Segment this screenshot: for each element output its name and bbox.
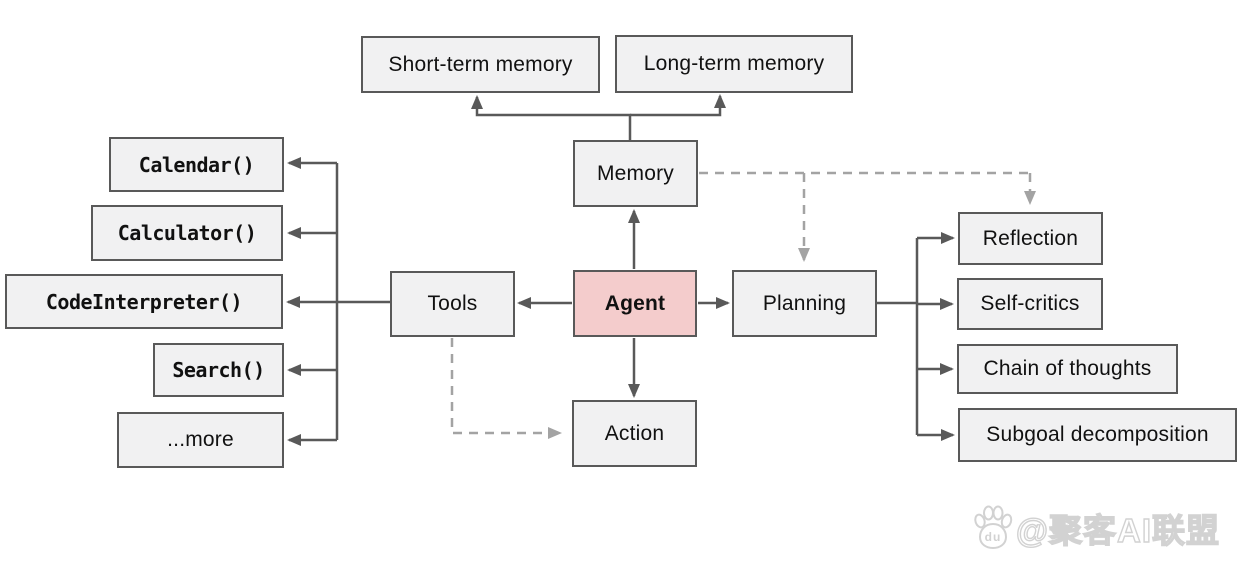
node-calendar-tool: Calendar() — [109, 137, 284, 192]
solid-connectors — [286, 94, 955, 446]
node-calculator-tool: Calculator() — [91, 205, 283, 261]
node-tools: Tools — [390, 271, 515, 337]
node-label: Calculator() — [117, 221, 257, 245]
watermark: du @聚客AI联盟 — [973, 504, 1220, 552]
node-label: Planning — [762, 291, 847, 315]
node-label: Self-critics — [980, 292, 1080, 315]
node-label: Search() — [172, 358, 265, 382]
node-code-interpreter-tool: CodeInterpreter() — [5, 274, 283, 329]
node-label: Action — [604, 421, 665, 445]
node-reflection: Reflection — [958, 212, 1103, 265]
node-label: Chain of thoughts — [983, 357, 1152, 380]
watermark-text: @聚客AI联盟 — [1015, 511, 1220, 549]
node-label: Reflection — [982, 226, 1079, 250]
paw-icon-du-text: du — [984, 530, 1001, 544]
node-label: Subgoal decomposition — [986, 423, 1209, 446]
node-planning: Planning — [732, 270, 877, 337]
dashed-connectors — [450, 171, 1036, 439]
node-short-term-memory: Short-term memory — [361, 36, 600, 93]
node-action: Action — [572, 400, 697, 467]
node-self-critics: Self-critics — [957, 278, 1103, 330]
node-label: ...more — [167, 428, 234, 451]
node-long-term-memory: Long-term memory — [615, 35, 853, 93]
node-memory: Memory — [573, 140, 698, 207]
node-label: Short-term memory — [388, 52, 573, 76]
node-more-tools: ...more — [117, 412, 284, 468]
node-subgoal-decomposition: Subgoal decomposition — [958, 408, 1237, 462]
node-agent: Agent — [573, 270, 697, 337]
baidu-paw-icon: du — [974, 505, 1013, 550]
node-label: Tools — [427, 292, 478, 315]
node-label: Long-term memory — [643, 52, 825, 75]
node-search-tool: Search() — [153, 343, 284, 397]
node-label: Agent — [604, 291, 666, 315]
node-label: CodeInterpreter() — [45, 289, 243, 314]
node-label: Calendar() — [138, 152, 255, 177]
node-chain-of-thoughts: Chain of thoughts — [957, 344, 1178, 394]
node-label: Memory — [596, 161, 675, 185]
